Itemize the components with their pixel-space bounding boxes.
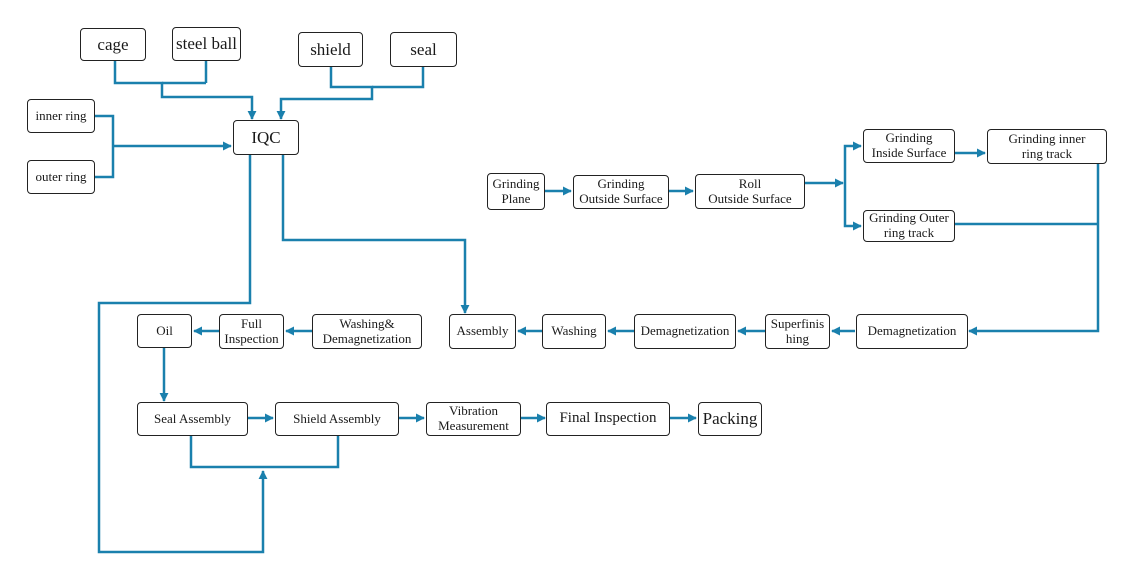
node-outer-ring: outer ring [27, 160, 95, 194]
connector-seal [372, 66, 425, 89]
node-roll-outside-surface: Roll Outside Surface [695, 174, 805, 209]
node-demagnetization-right: Demagnetization [856, 314, 968, 349]
node-iqc: IQC [233, 120, 299, 155]
node-grinding-outer-ring-track: Grinding Outer ring track [863, 210, 955, 242]
node-final-inspection: Final Inspection [546, 402, 670, 436]
connector-seal-shield-bracket [189, 436, 340, 469]
connector-split-inside [843, 141, 862, 183]
connector-inner-ring [95, 114, 115, 179]
node-shield: shield [298, 32, 363, 67]
node-grinding-plane: Grinding Plane [487, 173, 545, 210]
node-grinding-inner-ring-track: Grinding inner ring track [987, 129, 1107, 164]
connector-split-outer [843, 183, 862, 231]
node-packing: Packing [698, 402, 762, 436]
node-demagnetization-left: Demagnetization [634, 314, 736, 349]
node-vibration-measurement: Vibration Measurement [426, 402, 521, 436]
connector-cage-iqc [113, 60, 257, 120]
node-shield-assembly: Shield Assembly [275, 402, 399, 436]
node-grinding-outside-surface: Grinding Outside Surface [573, 175, 669, 209]
node-oil: Oil [137, 314, 192, 348]
connector-iqc-assembly [281, 155, 470, 314]
connector-shield-iqc [276, 66, 374, 120]
node-inner-ring: inner ring [27, 99, 95, 133]
connector-innertrack-right [968, 145, 1107, 336]
node-full-inspection: Full Inspection [219, 314, 284, 349]
node-cage: cage [80, 28, 146, 61]
node-seal: seal [390, 32, 457, 67]
node-seal-assembly: Seal Assembly [137, 402, 248, 436]
node-grinding-inside-surface: Grinding Inside Surface [863, 129, 955, 163]
node-steel-ball: steel ball [172, 27, 241, 61]
connector-iqc-long-loop [97, 155, 268, 554]
node-washing-demagnetization: Washing& Demagnetization [312, 314, 422, 349]
node-superfinishing: Superfinis hing [765, 314, 830, 349]
node-washing: Washing [542, 314, 606, 349]
node-assembly: Assembly [449, 314, 516, 349]
